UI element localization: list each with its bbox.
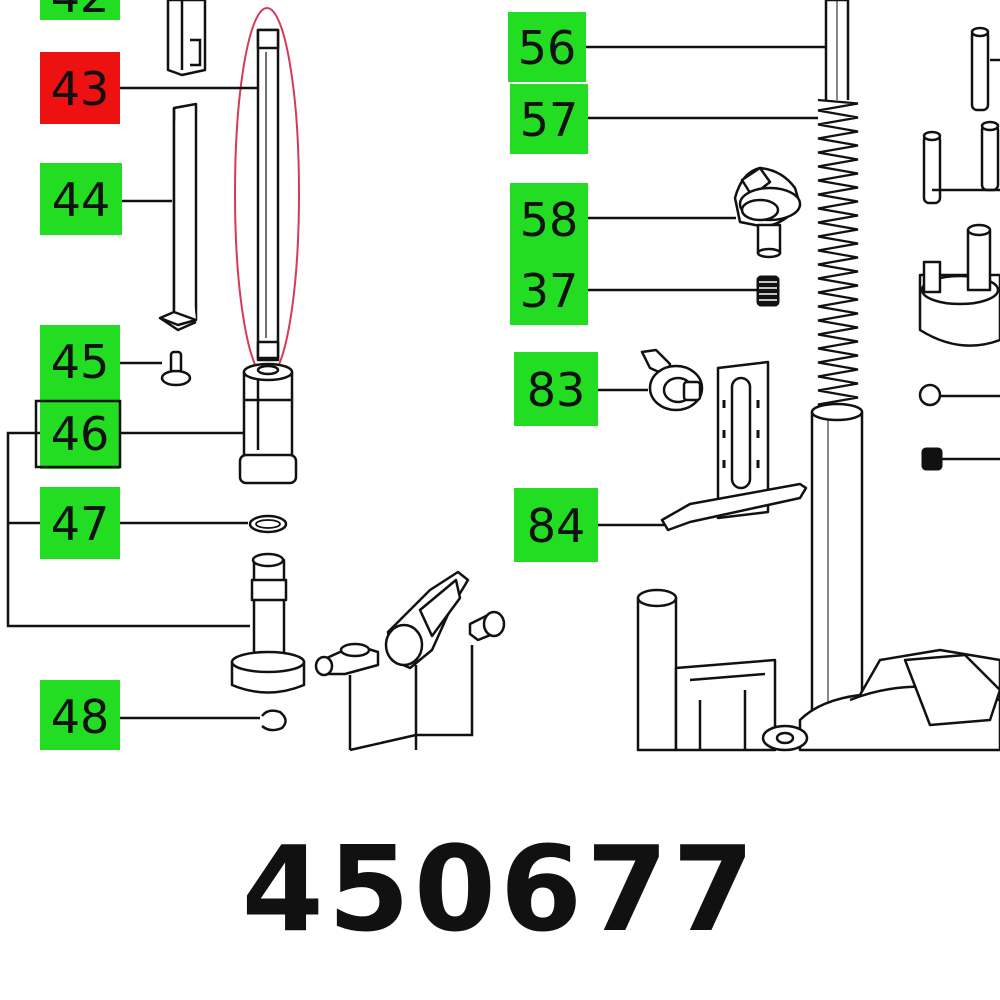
svg-text:43: 43	[51, 62, 110, 116]
part-number: 450677	[241, 820, 759, 958]
label-83[interactable]: 83	[514, 352, 598, 426]
right-edge-parts	[918, 26, 1000, 471]
label-43[interactable]: 43	[40, 52, 120, 124]
exploded-parts-diagram: 42 43 44 45 46 47 48 56 57 58 37	[6, 0, 1000, 752]
svg-text:58: 58	[520, 193, 579, 247]
svg-text:42: 42	[51, 0, 110, 23]
label-84[interactable]: 84	[514, 488, 598, 562]
svg-text:46: 46	[51, 407, 110, 461]
part-42-drawing	[166, 0, 207, 77]
svg-text:37: 37	[520, 264, 579, 318]
part-45-screw	[160, 350, 192, 387]
part-83-knob	[640, 348, 704, 412]
part-58-knob	[733, 166, 802, 259]
svg-text:83: 83	[527, 363, 586, 417]
svg-text:47: 47	[51, 497, 110, 551]
bottom-lever-assembly	[314, 570, 506, 752]
label-58[interactable]: 58	[510, 183, 588, 255]
label-57[interactable]: 57	[510, 84, 588, 154]
part-57-spring	[817, 98, 859, 413]
svg-text:48: 48	[51, 690, 110, 744]
svg-text:57: 57	[520, 93, 579, 147]
label-56[interactable]: 56	[508, 12, 586, 82]
part-56-rod	[824, 0, 850, 107]
label-46[interactable]: 46	[34, 397, 122, 469]
part-44-bar	[158, 102, 198, 332]
base-assembly	[636, 588, 1000, 752]
svg-text:56: 56	[518, 21, 577, 75]
leader-lines	[6, 45, 826, 720]
label-44[interactable]: 44	[40, 163, 122, 235]
label-47[interactable]: 47	[40, 487, 120, 559]
part-46-bolt	[230, 552, 306, 694]
label-45[interactable]: 45	[40, 325, 120, 397]
label-48[interactable]: 48	[40, 680, 120, 750]
column-tube	[810, 402, 864, 714]
part-37-spring	[756, 275, 780, 307]
svg-text:45: 45	[51, 335, 110, 389]
part-43-shaft[interactable]	[256, 28, 280, 362]
svg-text:84: 84	[527, 499, 586, 553]
label-37[interactable]: 37	[510, 255, 588, 325]
part-84-gauge	[660, 360, 808, 532]
part-46-sleeve	[238, 362, 298, 485]
part-48-circlip	[261, 709, 287, 732]
svg-text:44: 44	[52, 173, 111, 227]
label-42[interactable]: 42	[40, 0, 120, 23]
